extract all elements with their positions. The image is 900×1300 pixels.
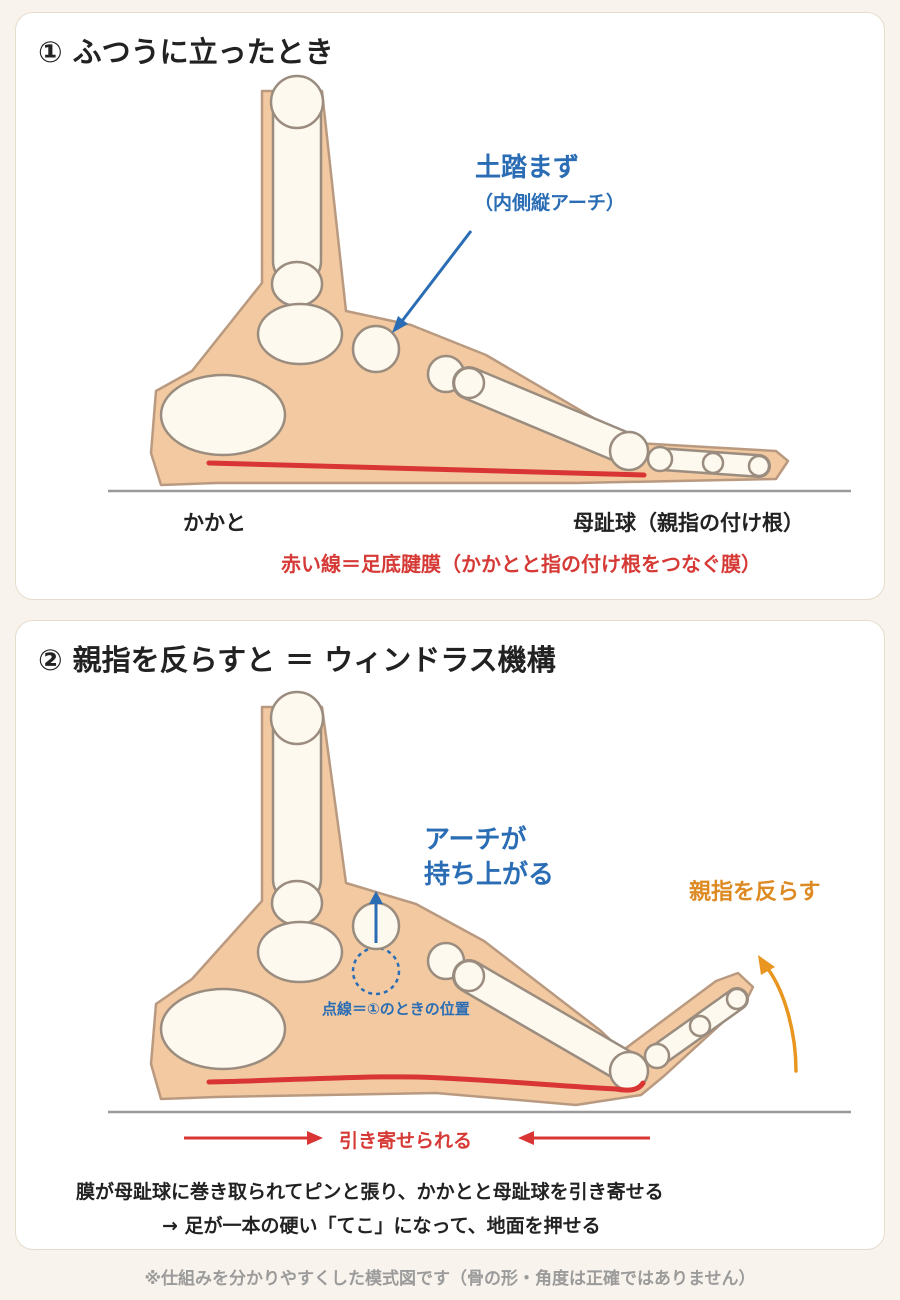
metatarsal-bone (454, 368, 644, 465)
panel-normal-standing: ① ふつうに立ったとき 土踏まず （内側縦アーチ） かかと (15, 12, 885, 600)
explanation-line2: → 足が一本の硬い「てこ」になって、地面を押せる (162, 1215, 601, 1237)
toe-joint-1 (646, 445, 674, 473)
arch-sublabel: （内側縦アーチ） (474, 192, 625, 214)
plantar-fascia-caption: 赤い線＝足底腱膜（かかとと指の付け根をつなぐ膜） (281, 552, 761, 576)
pull-arrow-right-head (307, 1131, 323, 1145)
tibia-top-joint (269, 690, 325, 746)
dotted-position-label: 点線＝①のときの位置 (322, 1000, 470, 1018)
navicular-bone (256, 302, 344, 366)
metatarsal-head (608, 430, 650, 472)
metatarsal-bone (454, 961, 644, 1084)
plantar-fascia-line (206, 1074, 646, 1093)
metatarsal-base (452, 366, 486, 400)
heel-label: かかと (183, 511, 246, 535)
arch-up-label-line1: アーチが (424, 825, 527, 855)
panel-windlass-mechanism: ② 親指を反らすと ＝ ウィンドラス機構 (15, 620, 885, 1250)
arch-up-arrowhead (369, 891, 383, 904)
arch-pointer-arrow (397, 230, 473, 326)
toe-joint-3 (747, 454, 771, 478)
tibia-top-joint (269, 74, 325, 130)
pull-arrow-left-head (518, 1131, 534, 1145)
arch-bone (351, 324, 401, 374)
toe-joint-1 (643, 1042, 671, 1070)
arch-pointer-arrowhead (392, 316, 408, 333)
pull-together-label: 引き寄せられる (339, 1130, 473, 1152)
arch-up-label-line2: 持ち上がる (424, 860, 555, 890)
footnote: ※仕組みを分かりやすくした模式図です（骨の形・角度は正確ではありません） (144, 1269, 756, 1289)
calcaneus-bone (159, 373, 287, 457)
panel2-title: ② 親指を反らすと ＝ ウィンドラス機構 (38, 643, 556, 677)
foot-diagram-windlass (108, 690, 851, 1145)
navicular-bone (256, 920, 344, 984)
panel1-title: ① ふつうに立ったとき (38, 35, 334, 69)
talus-bone (270, 260, 324, 308)
foot-diagram-standing (108, 74, 851, 493)
toe-bend-arrowhead (758, 955, 775, 975)
arch-label: 土踏まず (475, 153, 580, 183)
plantar-fascia-line (206, 460, 647, 478)
toe-joint-3 (725, 987, 749, 1011)
ball-of-foot-label: 母趾球（親指の付け根） (573, 511, 804, 535)
toe-bend-arrow (766, 967, 798, 1073)
talus-bone (270, 879, 324, 927)
explanation-line1: 膜が母趾球に巻き取られてピンと張り、かかとと母趾球を引き寄せる (76, 1181, 664, 1203)
calcaneus-bone (159, 987, 287, 1071)
metatarsal-base (452, 959, 486, 993)
toe-joint-2 (688, 1014, 712, 1038)
toe-bend-label: 親指を反らす (689, 880, 821, 905)
toe-joint-2 (701, 451, 725, 475)
